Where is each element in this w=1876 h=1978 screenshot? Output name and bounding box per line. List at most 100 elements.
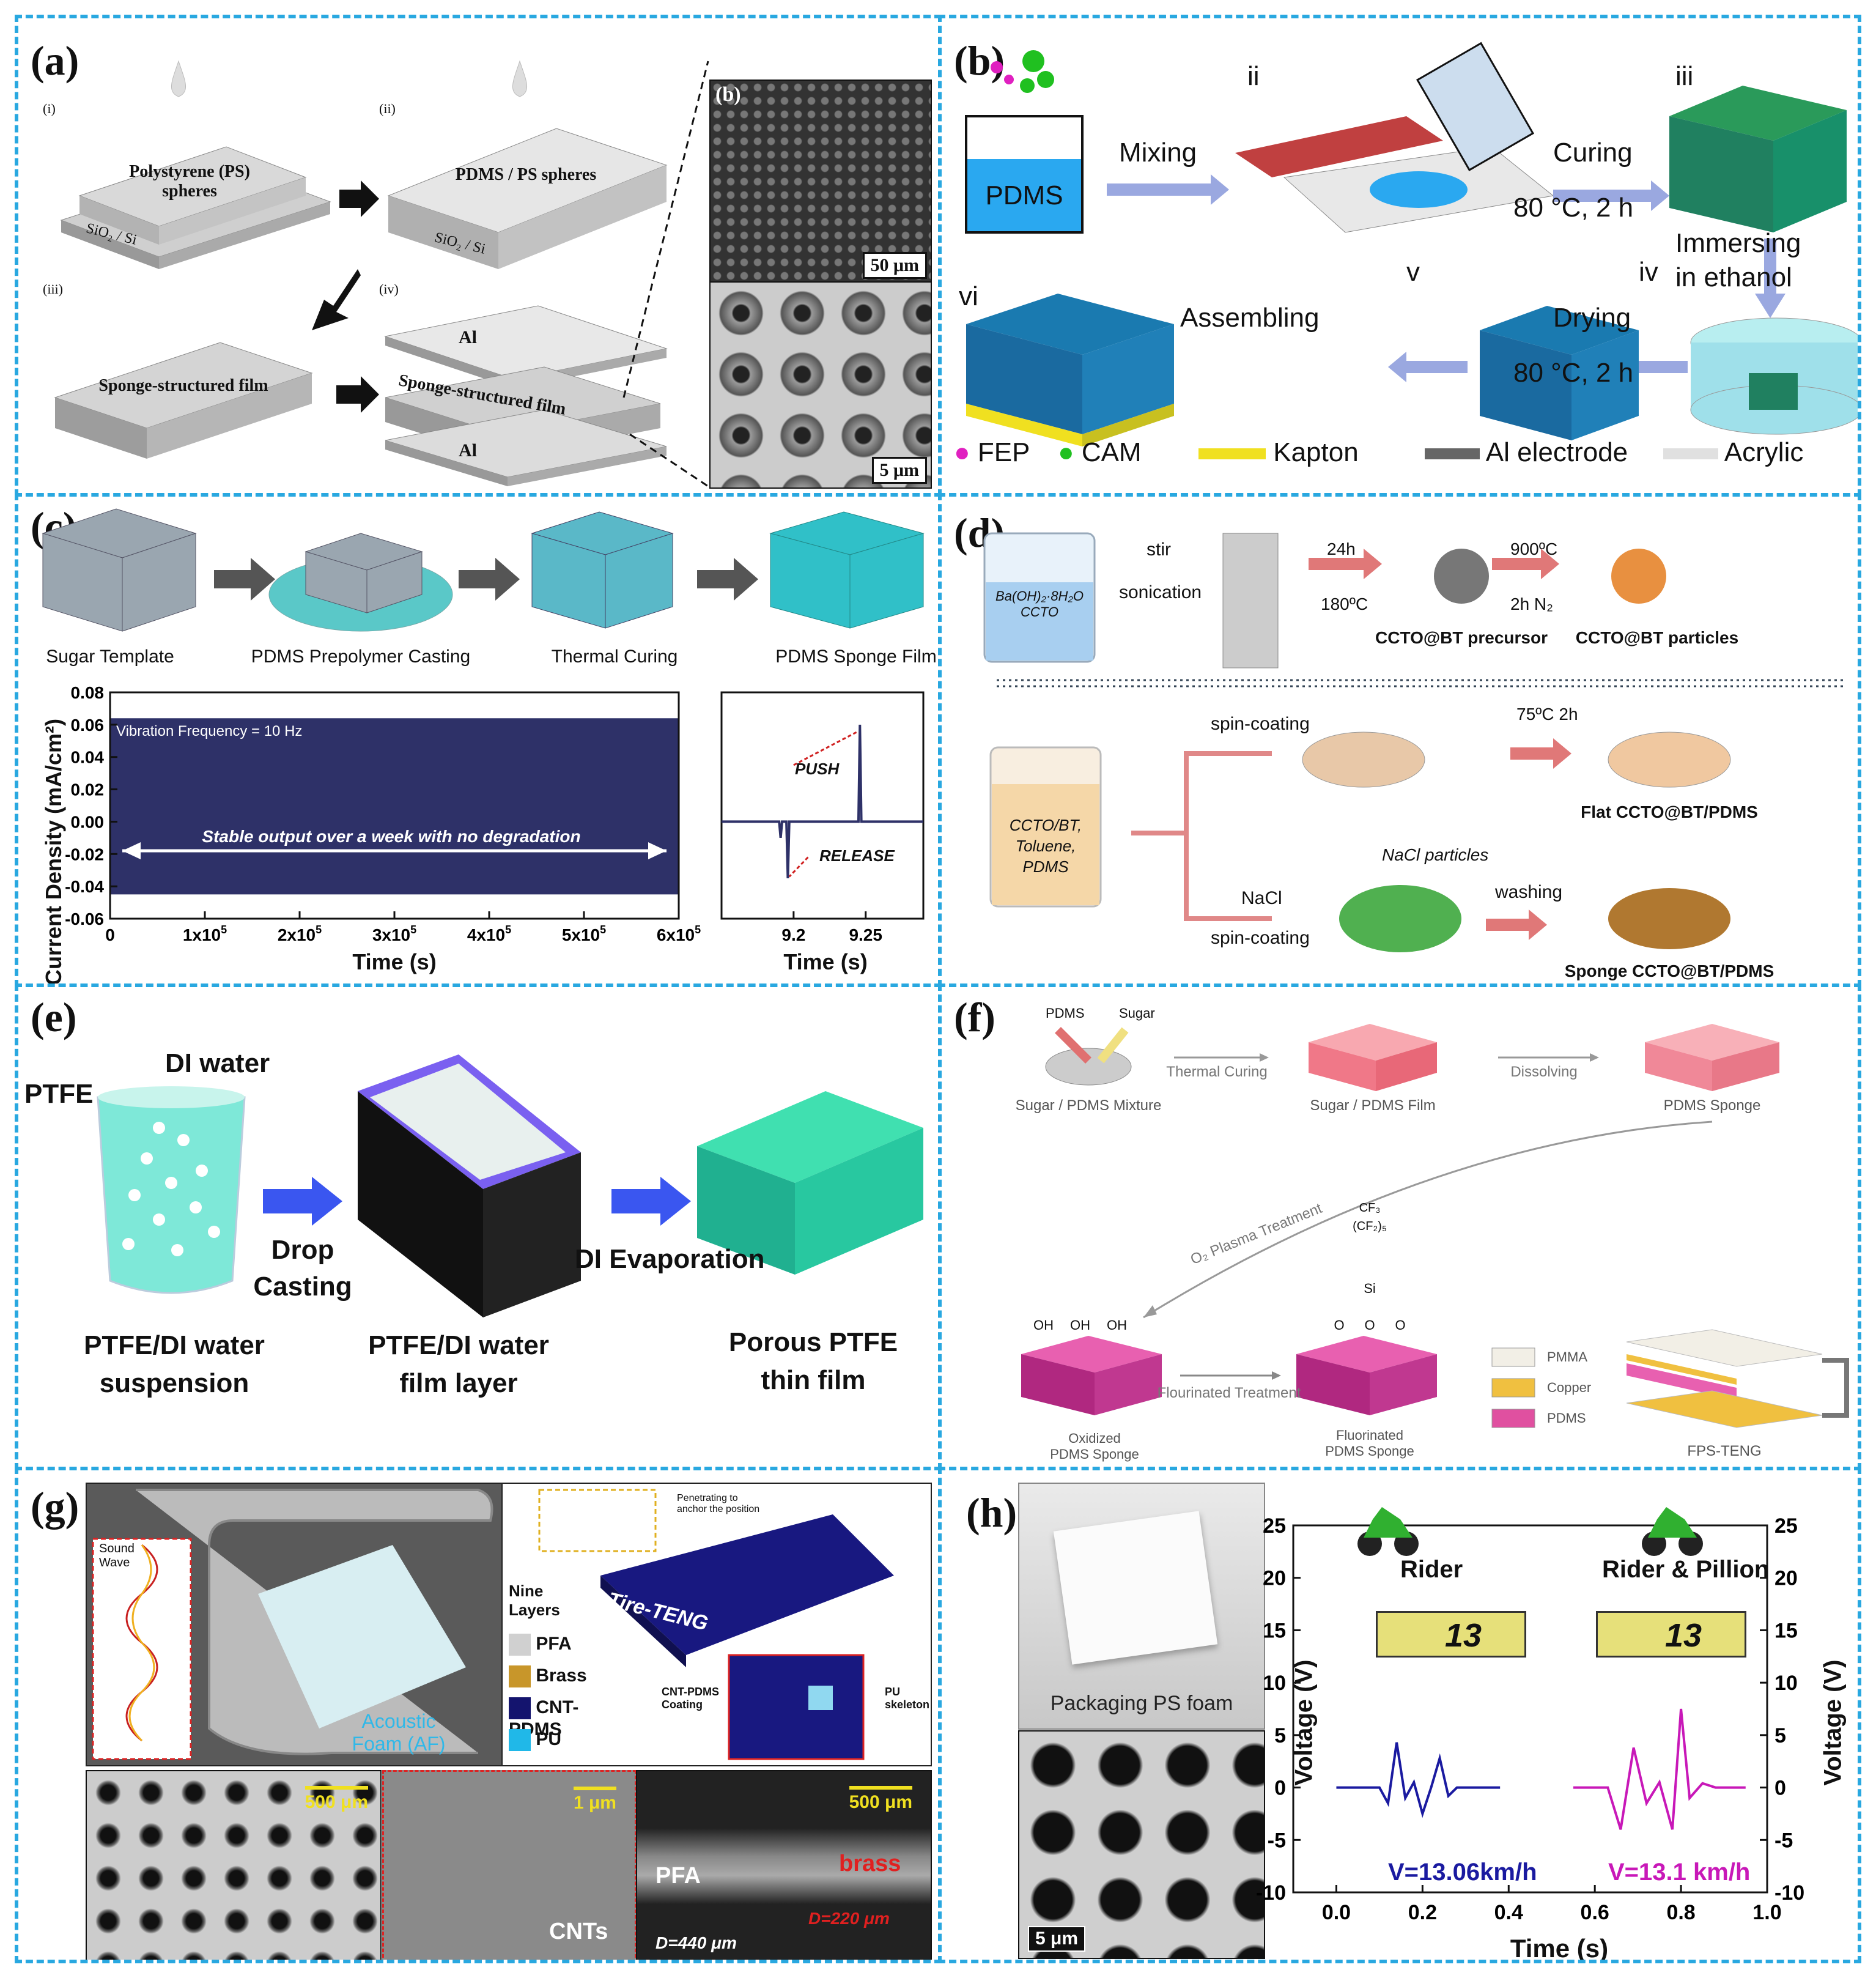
oh-label-2: OH bbox=[1070, 1317, 1090, 1333]
packaging-label: Packaging PS foam bbox=[1050, 1692, 1233, 1715]
y-axis-title-right: Voltage (V) bbox=[1819, 1659, 1847, 1786]
y-tick-label-left: 25 bbox=[1263, 1514, 1286, 1538]
release-pointer bbox=[788, 856, 809, 878]
si-label: Si bbox=[1364, 1281, 1376, 1296]
roman-iv: iv bbox=[1639, 257, 1658, 287]
legend-pdms: PDMS bbox=[1547, 1410, 1586, 1426]
tire-teng-diagram: Penetrating to anchor the position Nine … bbox=[501, 1483, 932, 1766]
speed-label-1: V=13.06km/h bbox=[1388, 1859, 1537, 1886]
scale-bar-50um: 50 μm bbox=[862, 252, 927, 279]
series-line-1 bbox=[1336, 1742, 1501, 1818]
foam-photo: Packaging PS foam bbox=[1018, 1483, 1265, 1730]
sem-image-bottom: 5 μm bbox=[709, 281, 932, 489]
lcd-display-2: 13 bbox=[1596, 1611, 1746, 1658]
y-tick-label-right: 5 bbox=[1774, 1724, 1786, 1747]
motorbike-icon-rider-pillion bbox=[1642, 1507, 1703, 1556]
sem-cnt-1um: 1 μm CNTs bbox=[382, 1770, 637, 1960]
al-bottom-label: Al bbox=[459, 440, 477, 461]
x-tick-label: 0.4 bbox=[1494, 1901, 1523, 1924]
panel-label: (h) bbox=[966, 1489, 1017, 1536]
ptfe-label: PTFE bbox=[24, 1079, 94, 1109]
y-tick-label-left: 15 bbox=[1263, 1619, 1286, 1642]
sem-foam-500um: 500 μm bbox=[86, 1770, 382, 1960]
precursor-label: CCTO@BT precursor bbox=[1375, 628, 1548, 647]
flat-label: Flat CCTO@BT/PDMS bbox=[1581, 802, 1758, 821]
caption-suspension: PTFE/DI water suspension bbox=[84, 1330, 265, 1398]
x-axis-title-zoom: Time (s) bbox=[783, 949, 868, 974]
step-pdms-casting: PDMS Prepolymer Casting bbox=[251, 646, 471, 667]
y-tick-label: -0.02 bbox=[65, 845, 104, 864]
panel-d-drawing bbox=[983, 532, 1847, 952]
y-tick-label-left: -10 bbox=[1256, 1881, 1286, 1905]
sem-wire-500um: 500 μm PFA brass D=440 μm D=220 μm bbox=[636, 1770, 932, 1960]
legend: ● FEP ● CAM Kapton Al electrode Acrylic bbox=[954, 431, 1858, 474]
roman-ii: ii bbox=[1247, 61, 1260, 91]
release-annotation: RELEASE bbox=[819, 846, 895, 865]
y-tick-label: 0.08 bbox=[71, 683, 105, 702]
stable-output-annotation: Stable output over a week with no degrad… bbox=[202, 827, 581, 846]
x-tick-label: 5x105 bbox=[562, 924, 606, 944]
fluor-sponge-label: Fluorinated PDMS Sponge bbox=[1325, 1428, 1414, 1459]
panel-e: (e) DI water PTFE Drop Casting DI Evapor… bbox=[15, 983, 942, 1470]
legend-cam: ● CAM bbox=[1058, 437, 1142, 467]
y-tick-label: 0.06 bbox=[71, 716, 105, 735]
x-axis-title: Time (s) bbox=[1510, 1934, 1609, 1963]
zoom-x-tick-label: 9.2 bbox=[781, 925, 805, 944]
nacl-label: NaCl bbox=[1241, 888, 1282, 908]
step-ii: (ii) bbox=[379, 101, 396, 116]
x-tick-label: 0.2 bbox=[1408, 1901, 1437, 1924]
panel-b-drawing bbox=[965, 42, 1858, 446]
scale-1um: 1 μm bbox=[573, 1787, 616, 1813]
drying-cond-label: 80 °C, 2 h bbox=[1513, 358, 1634, 388]
o-label-3: O bbox=[1395, 1317, 1406, 1333]
y-tick-label-left: 20 bbox=[1263, 1567, 1286, 1590]
cnts-label: CNTs bbox=[549, 1919, 608, 1944]
assembling-label: Assembling bbox=[1180, 303, 1320, 333]
o-label-1: O bbox=[1334, 1317, 1345, 1333]
lcd-value-1: 13 bbox=[1445, 1617, 1482, 1654]
y-tick-label-right: -5 bbox=[1774, 1829, 1793, 1852]
zoom-signal-line bbox=[722, 724, 923, 878]
di-evaporation-label: DI Evaporation bbox=[575, 1244, 765, 1274]
pfa-label: PFA bbox=[655, 1863, 701, 1889]
push-annotation: PUSH bbox=[795, 760, 840, 778]
pdms-label: PDMS bbox=[1046, 1006, 1085, 1021]
pdms-beaker-label: PDMS bbox=[985, 180, 1063, 210]
y-tick-label-left: 10 bbox=[1263, 1672, 1286, 1695]
y-tick-label-right: 10 bbox=[1774, 1672, 1798, 1695]
step-iv: (iv) bbox=[379, 281, 399, 297]
oh-label-1: OH bbox=[1033, 1317, 1054, 1333]
x-tick-label: 1.0 bbox=[1752, 1901, 1781, 1924]
cond-75c: 75ºC 2h bbox=[1516, 705, 1578, 724]
x-tick-label: 2x105 bbox=[278, 924, 322, 944]
cond-180c: 180ºC bbox=[1321, 595, 1368, 613]
dissolving-label: Dissolving bbox=[1510, 1064, 1578, 1080]
speed-label-2: V=13.1 km/h bbox=[1608, 1859, 1751, 1886]
particles-label: CCTO@BT particles bbox=[1575, 628, 1739, 647]
panel-g: (g) Sound Wave Acoustic Foam (AF) Penetr… bbox=[15, 1467, 942, 1963]
x-tick-label: 1x105 bbox=[183, 924, 227, 944]
x-axis-title-main: Time (s) bbox=[352, 949, 437, 974]
x-tick-label: 4x105 bbox=[467, 924, 511, 944]
tire-cross-section: Sound Wave Acoustic Foam (AF) bbox=[86, 1483, 504, 1766]
step-thermal-curing: Thermal Curing bbox=[551, 646, 678, 667]
y-axis-title: Current Density (mA/cm²) bbox=[41, 718, 67, 986]
panel-a: (a) (i) bbox=[15, 15, 942, 497]
sponge-label: Sponge CCTO@BT/PDMS bbox=[1564, 961, 1774, 980]
nine-layers-label: Nine Layers bbox=[509, 1582, 560, 1619]
nacl-particles-label: NaCl particles bbox=[1382, 845, 1489, 864]
y-tick-label-right: -10 bbox=[1774, 1881, 1804, 1905]
rider-pillion-label: Rider & Pillion bbox=[1602, 1556, 1770, 1583]
thermal-curing-label: Thermal Curing bbox=[1166, 1064, 1268, 1080]
legend-kapton: Kapton bbox=[1198, 437, 1359, 468]
motorbike-icon-rider bbox=[1357, 1507, 1419, 1556]
panel-label: (a) bbox=[31, 37, 79, 84]
stable-arrow-head-right bbox=[648, 842, 667, 859]
y-tick-label: 0.02 bbox=[71, 780, 105, 799]
y-tick-label-left: 5 bbox=[1274, 1724, 1286, 1747]
lcd-display-1: 13 bbox=[1376, 1611, 1526, 1658]
lcd-value-2: 13 bbox=[1665, 1617, 1702, 1654]
caption-film-layer: PTFE/DI water film layer bbox=[368, 1330, 549, 1398]
